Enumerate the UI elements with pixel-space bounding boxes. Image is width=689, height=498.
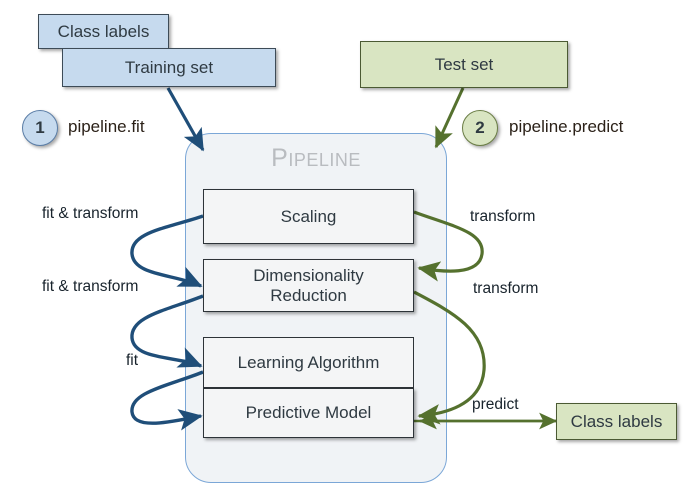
stage-dimred-label-line2: Reduction [270,285,347,305]
stage-dimensionality-reduction[interactable]: Dimensionality Reduction [203,259,414,312]
class-labels-output-label: Class labels [570,411,663,431]
step-2-number: 2 [475,118,485,137]
training-set-box[interactable]: Training set [62,48,276,87]
stage-predictive-model[interactable]: Predictive Model [203,388,414,438]
label-transform-dimred: transform [473,280,539,297]
stage-scaling-label: Scaling [280,206,337,226]
pipeline-fit-label: pipeline.fit [68,117,145,136]
label-predict: predict [472,396,519,413]
step-2-circle[interactable]: 2 [462,110,498,146]
pipeline-title: Pipeline [271,144,361,172]
class-labels-input-box[interactable]: Class labels [38,14,169,49]
training-set-label: Training set [124,57,214,77]
stage-dimred-label-line1: Dimensionality [253,265,364,285]
step-1-circle[interactable]: 1 [22,110,58,146]
class-labels-input-label: Class labels [57,21,150,41]
test-set-box[interactable]: Test set [360,41,568,88]
label-fit-transform-scaling: fit & transform [42,205,139,222]
arrow-test-to-pipeline [434,87,465,149]
stage-learning-label: Learning Algorithm [237,352,380,372]
step-1-number: 1 [35,118,45,137]
pipeline-predict-label: pipeline.predict [509,117,624,136]
stage-learning-algorithm[interactable]: Learning Algorithm [203,337,414,388]
label-fit-transform-dimred: fit & transform [42,278,139,295]
stage-predictive-label: Predictive Model [245,403,372,423]
class-labels-output-box[interactable]: Class labels [556,403,677,440]
test-set-label: Test set [434,54,494,74]
stage-scaling[interactable]: Scaling [203,189,414,244]
label-fit-learning: fit [126,352,139,369]
label-transform-scaling: transform [470,208,536,225]
